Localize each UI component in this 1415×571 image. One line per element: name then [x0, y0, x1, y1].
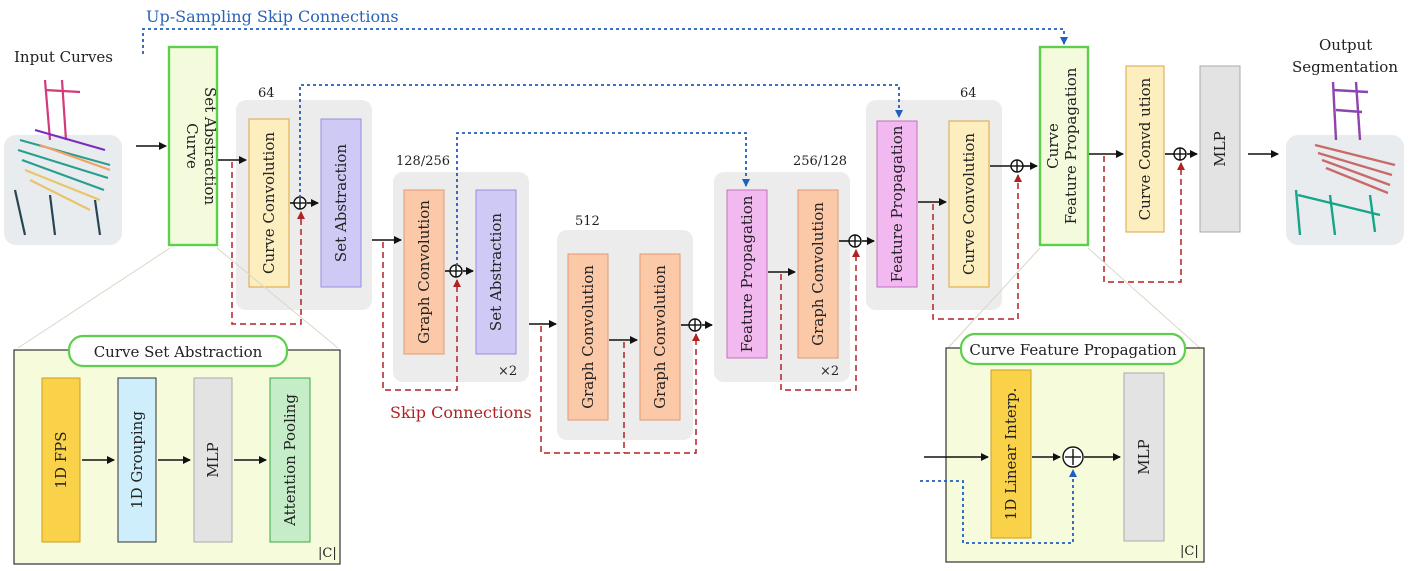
feature-propagation-block-1	[726, 189, 768, 359]
graph-conv-label-mid1: Graph Convolution	[579, 265, 597, 409]
set-abs-label-2: Set Abstraction	[487, 213, 505, 331]
dim-64-left: 64	[258, 86, 275, 101]
set-abstraction-block-2	[475, 189, 517, 355]
feat-prop-label-1: Feature Propagation	[738, 195, 756, 352]
zoom-guide-right-b	[1087, 247, 1201, 349]
dim-64-right: 64	[960, 86, 977, 101]
repeat-x2-right: ×2	[820, 364, 839, 379]
mlp-label-out: MLP	[1211, 131, 1229, 166]
grouping-label: 1D Grouping	[128, 411, 146, 509]
dim-256-128: 256/128	[793, 154, 847, 169]
cfp-panel-title-pill	[959, 332, 1187, 366]
output-segmentation-image	[1286, 81, 1404, 245]
sum-node-3	[688, 318, 702, 332]
cfp-label-line1: Curve	[1044, 123, 1062, 169]
graph-conv-label-mid2: Graph Convolution	[651, 265, 669, 409]
zoom-guide-right-a	[947, 247, 1041, 349]
sum-node-2	[449, 264, 463, 278]
attention-pooling-block	[269, 377, 311, 543]
set-abstraction-block-1	[320, 118, 362, 288]
curve-conv-label-enc: Curve Convolution	[260, 132, 278, 274]
curve-set-abstraction-block	[167, 45, 219, 247]
graph-convolution-block-dec	[797, 189, 839, 359]
output-label-line1: Output	[1319, 36, 1372, 54]
linear-interp-block	[990, 369, 1032, 539]
repeat-x2-left: ×2	[498, 364, 517, 379]
curve-convolution-block-out	[1125, 65, 1165, 233]
csa-mlp-label: MLP	[204, 442, 222, 477]
sum-node-6	[1173, 147, 1187, 161]
curve-feature-propagation-block	[1038, 45, 1090, 247]
cfp-panel-title: Curve Feature Propagation	[969, 341, 1177, 359]
graph-conv-label-dec: Graph Convolution	[809, 202, 827, 346]
graph-convolution-block-mid1	[567, 253, 609, 421]
zoom-guide-left-b	[216, 247, 339, 349]
graph-conv-label-enc: Graph Convolution	[415, 200, 433, 344]
sum-node-1	[293, 196, 307, 210]
csa-cardinality: |C|	[318, 546, 337, 561]
zoom-guide-left-a	[17, 247, 171, 349]
upsampling-connections-blue	[142, 28, 1068, 266]
csa-label-line1: Curve	[183, 123, 201, 169]
sum-node-4	[848, 234, 862, 248]
curve-convolution-block-enc	[248, 118, 290, 288]
main-flow-arrows	[136, 142, 1279, 344]
input-curves-image	[4, 79, 122, 245]
upsampling-title: Up-Sampling Skip Connections	[146, 7, 399, 26]
feat-prop-label-2: Feature Propagation	[888, 125, 906, 282]
attention-pooling-label: Attention Pooling	[281, 394, 299, 527]
fps-label: 1D FPS	[52, 431, 70, 488]
set-abs-label-1: Set Abstraction	[332, 144, 350, 262]
input-label: Input Curves	[14, 48, 113, 66]
cfp-cardinality: |C|	[1180, 544, 1199, 559]
linear-interp-label: 1D Linear Interp.	[1002, 388, 1020, 521]
grouping-block	[117, 377, 157, 543]
cfp-skip-blue	[920, 469, 1077, 544]
sum-node-5	[1010, 159, 1024, 173]
cfp-mlp-block	[1123, 372, 1165, 542]
curve-conv-label-dec: Curve Convolution	[960, 133, 978, 275]
cfp-label-line2: Feature Propagation	[1062, 67, 1080, 224]
output-label-line2: Segmentation	[1292, 58, 1398, 76]
curve-conv-label-out: Curve Convd ution	[1136, 77, 1154, 220]
skip-connections-red	[231, 156, 1185, 454]
cfp-sum-node	[1062, 446, 1084, 468]
csa-label-line2: Set Abstraction	[201, 87, 219, 205]
graph-convolution-block-mid2	[639, 253, 681, 421]
skip-connections-title: Skip Connections	[390, 403, 532, 422]
curve-convolution-block-dec	[948, 120, 990, 288]
csa-panel-title: Curve Set Abstraction	[94, 343, 263, 361]
feature-propagation-block-2	[876, 120, 918, 288]
dim-128-256: 128/256	[396, 154, 450, 169]
dim-512: 512	[575, 214, 600, 229]
cfp-mlp-label: MLP	[1135, 439, 1153, 474]
graph-convolution-block-enc	[403, 189, 445, 355]
csa-panel-title-pill	[67, 334, 289, 368]
mlp-block-out	[1199, 65, 1241, 233]
csa-mlp-block	[193, 377, 233, 543]
fps-block	[41, 377, 81, 543]
